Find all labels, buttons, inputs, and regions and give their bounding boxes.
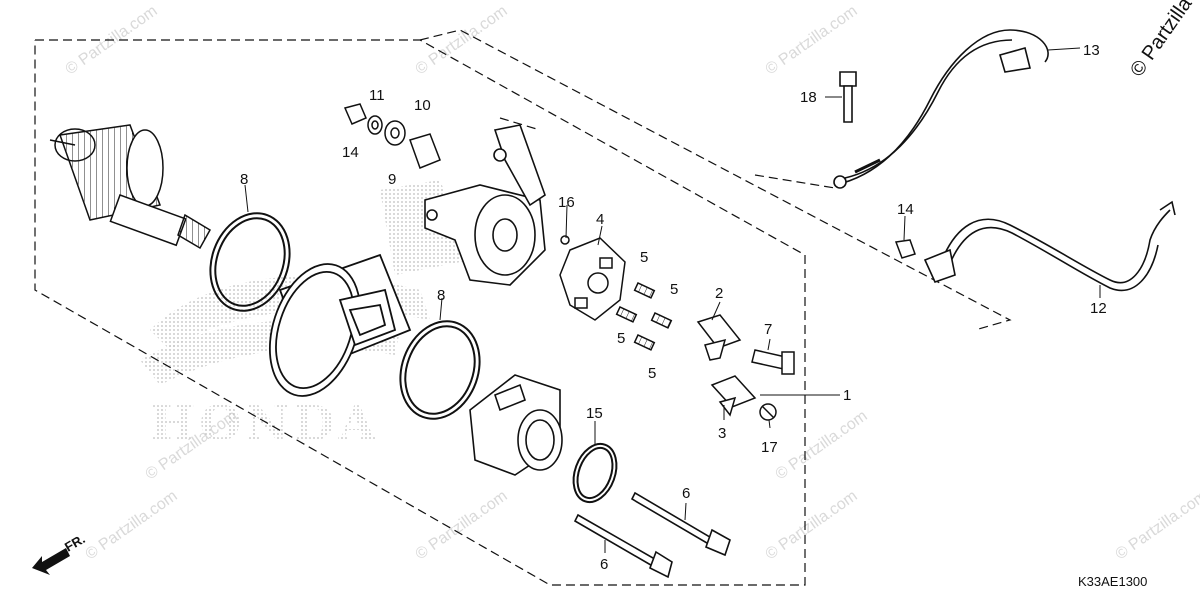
callout-5b: 5 <box>670 281 678 298</box>
callout-5c: 5 <box>617 330 625 347</box>
yoke-housing <box>268 253 412 397</box>
screws <box>751 349 795 421</box>
cable-12 <box>923 200 1176 292</box>
callout-7: 7 <box>764 321 772 338</box>
front-arrow-icon <box>32 548 70 575</box>
front-cover <box>469 374 563 476</box>
callout-2: 2 <box>715 285 723 302</box>
o-ring-15 <box>572 442 618 504</box>
callout-6a: 6 <box>682 485 690 502</box>
cable-13 <box>833 29 1049 189</box>
callout-15: 15 <box>586 405 603 422</box>
callout-6b: 6 <box>600 556 608 573</box>
watermark-text: © Partzilla.com <box>413 488 511 564</box>
callout-13: 13 <box>1083 42 1100 59</box>
callout-12: 12 <box>1090 300 1107 317</box>
callout-14b: 14 <box>897 201 914 218</box>
brushes <box>696 314 757 417</box>
watermark-group: © Partzilla.com © Partzilla.com © Partzi… <box>63 3 1200 564</box>
callout-1: 1 <box>843 387 851 404</box>
callout-8b: 8 <box>437 287 445 304</box>
callout-17: 17 <box>761 439 778 456</box>
bolt-18 <box>839 71 857 123</box>
callout-3: 3 <box>718 425 726 442</box>
assembly-outline <box>34 29 1012 586</box>
callout-18: 18 <box>800 89 817 106</box>
long-bolts <box>573 491 731 579</box>
callout-16: 16 <box>558 194 575 211</box>
watermark-text: © Partzilla.com <box>83 488 181 564</box>
o-ring-upper <box>209 212 291 312</box>
copyright-text: © Partzilla <box>1126 0 1197 81</box>
watermark-text: © Partzilla.com <box>773 408 871 484</box>
honda-logo-text: HONDA <box>150 396 380 452</box>
o-ring-lower <box>399 320 481 420</box>
callout-5d: 5 <box>648 365 656 382</box>
brush-holder <box>559 235 626 321</box>
leader-lines <box>244 47 1101 553</box>
callout-11: 11 <box>369 87 385 104</box>
callouts: 1 2 3 4 5 5 5 5 6 6 7 8 8 9 10 11 12 13 … <box>240 42 1107 573</box>
brush-springs <box>615 282 673 351</box>
callout-14a: 14 <box>342 144 359 161</box>
terminal-nuts <box>343 103 441 169</box>
watermark-text: © Partzilla.com <box>763 488 861 564</box>
callout-8a: 8 <box>240 171 248 188</box>
nut-14-right <box>894 239 916 259</box>
callout-4: 4 <box>596 211 604 228</box>
watermark-text: © Partzilla.com <box>413 3 511 79</box>
rear-bracket <box>380 124 546 286</box>
callout-5a: 5 <box>640 249 648 266</box>
watermark-text: © Partzilla.com <box>1113 488 1200 564</box>
callout-9: 9 <box>388 171 396 188</box>
armature <box>49 124 212 250</box>
front-direction-indicator: FR. <box>32 531 88 575</box>
diagram-code: K33AE1300 <box>1078 574 1147 589</box>
callout-10: 10 <box>414 97 431 114</box>
watermark-text: © Partzilla.com <box>763 3 861 79</box>
